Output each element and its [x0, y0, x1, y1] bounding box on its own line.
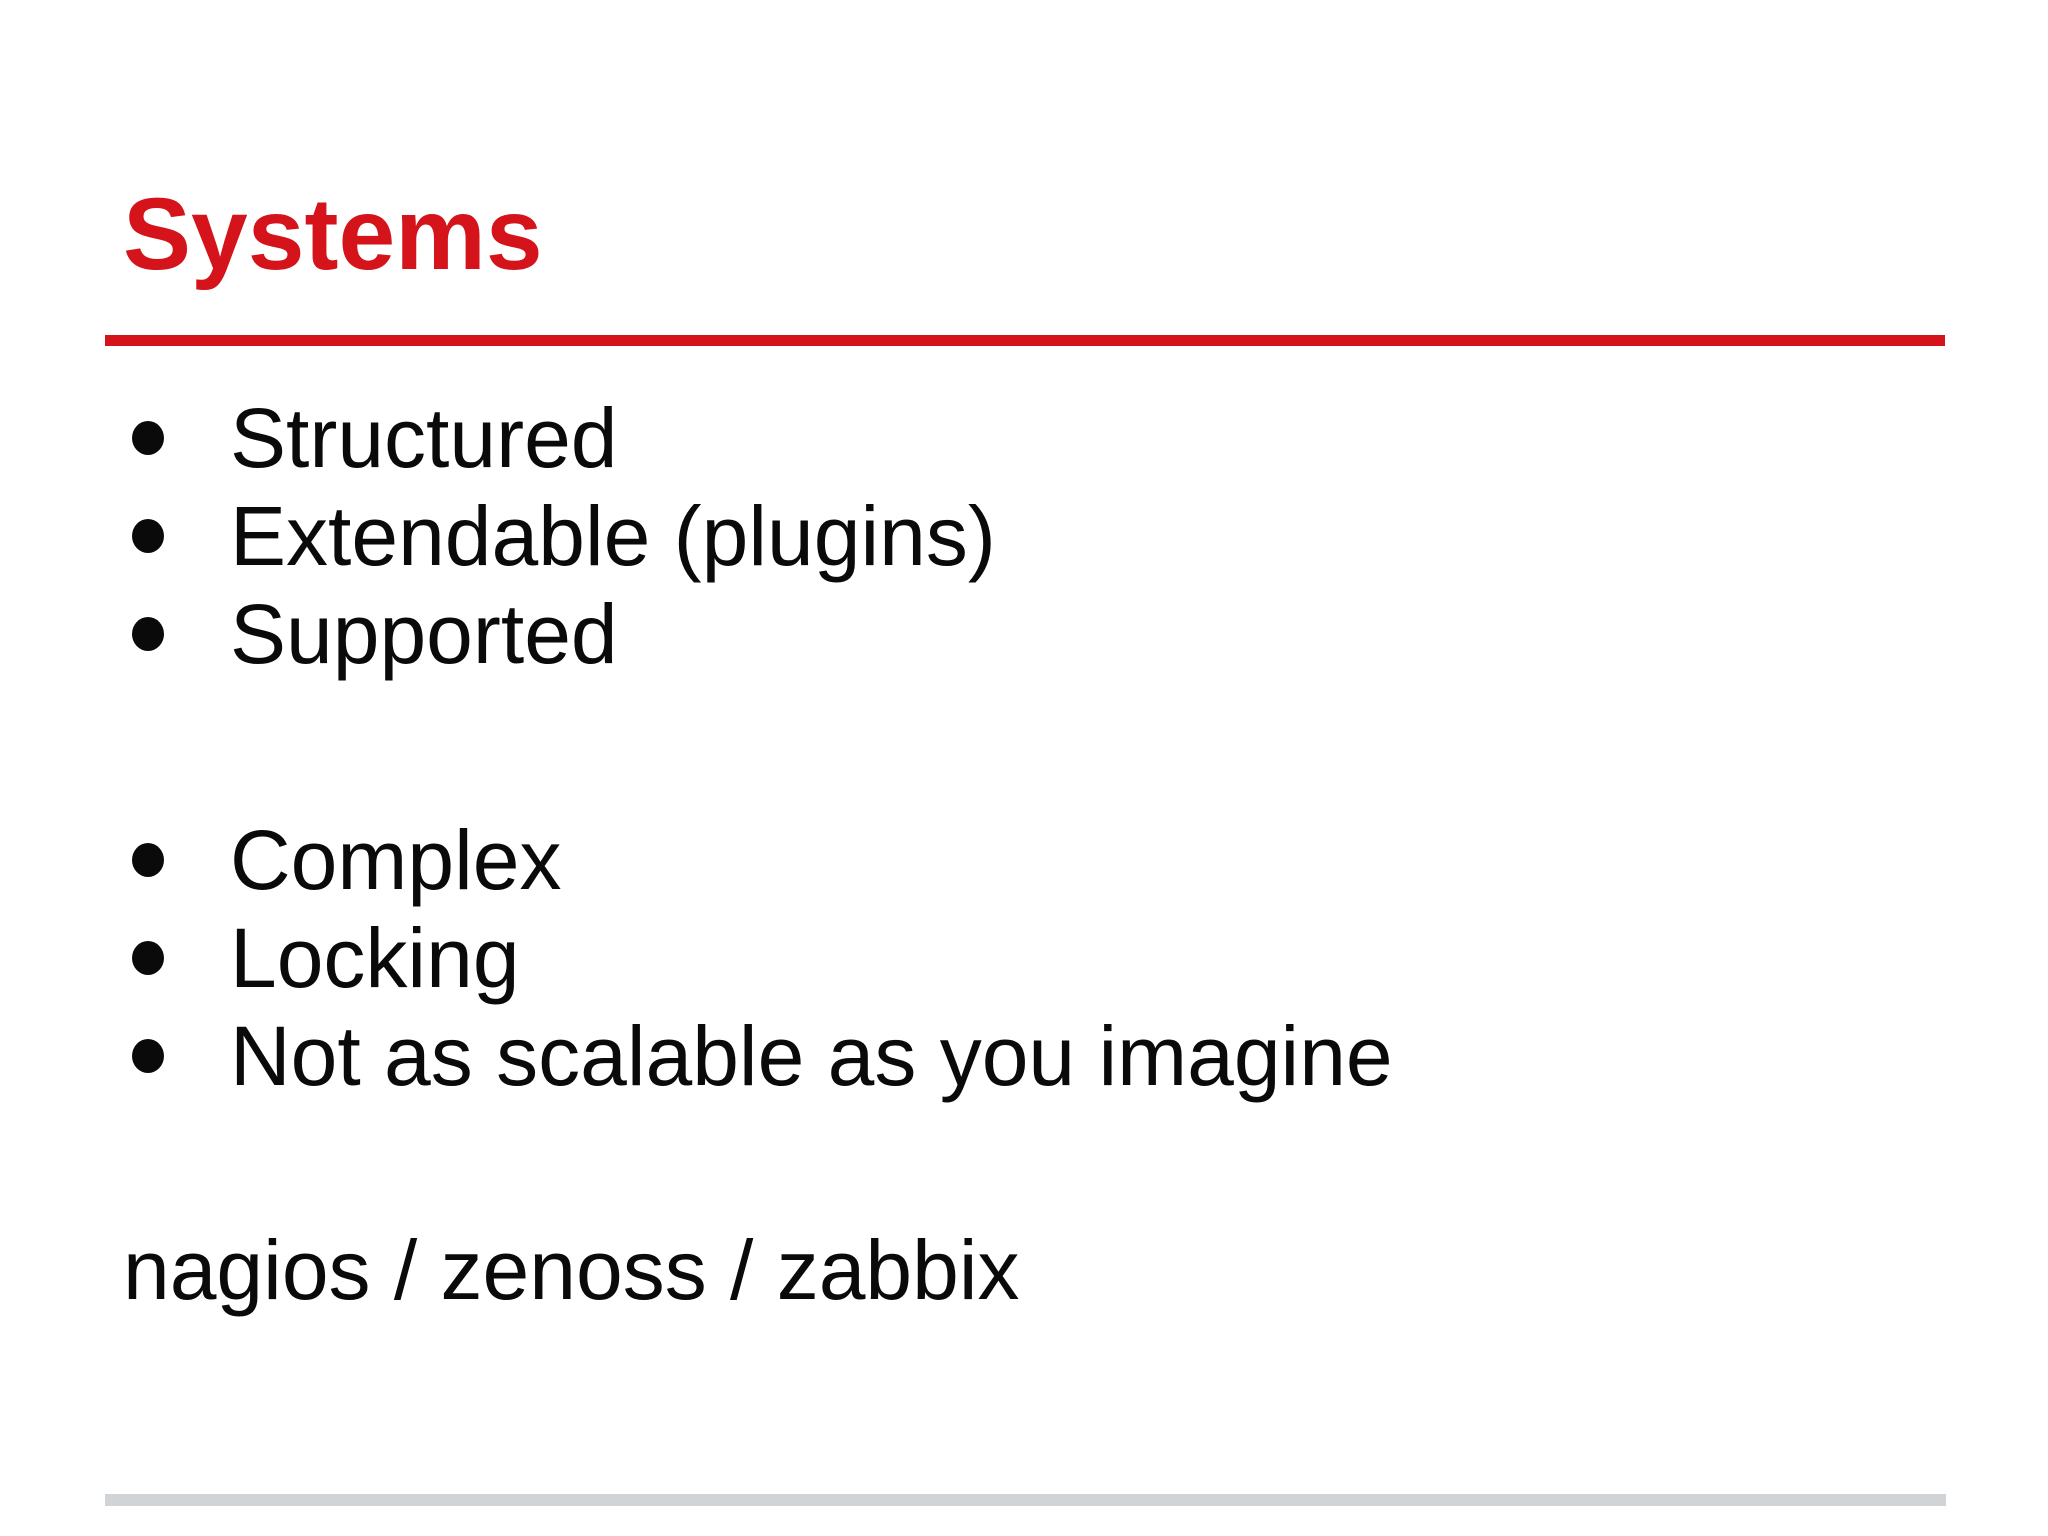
bullet-item: Structured	[105, 389, 996, 487]
bullet-list-advantages: Structured Extendable (plugins) Supporte…	[105, 389, 996, 683]
slide-title: Systems	[123, 177, 543, 291]
bullet-item: Supported	[105, 585, 996, 683]
bottom-divider-rule	[105, 1494, 1946, 1506]
bullet-item: Not as scalable as you imagine	[105, 1007, 1393, 1105]
bullet-item: Complex	[105, 811, 1393, 909]
bullet-item: Extendable (plugins)	[105, 487, 996, 585]
bullet-list-disadvantages: Complex Locking Not as scalable as you i…	[105, 811, 1393, 1105]
title-underline-rule	[105, 335, 1945, 346]
systems-examples-text: nagios / zenoss / zabbix	[123, 1223, 1020, 1317]
bullet-item: Locking	[105, 909, 1393, 1007]
